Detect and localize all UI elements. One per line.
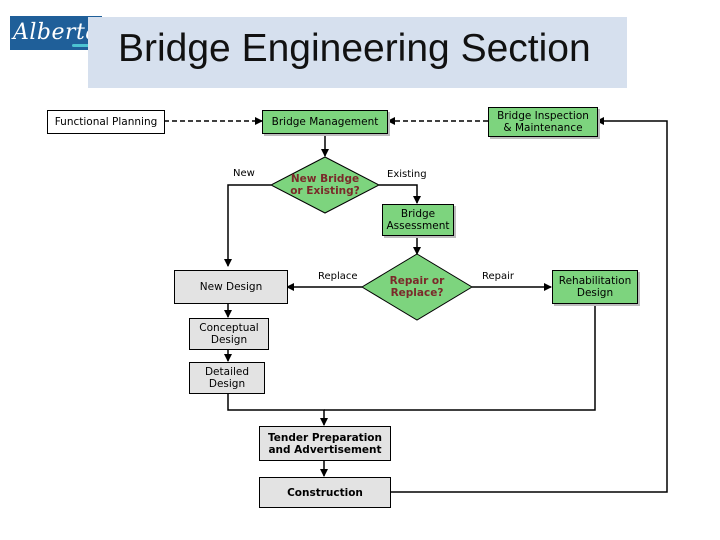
- node-construction-label: Construction: [287, 486, 363, 499]
- node-functional-planning: Functional Planning: [47, 110, 165, 134]
- node-rehabilitation-design-label: Rehabilitation Design: [558, 275, 632, 299]
- edge-label-existing: Existing: [387, 169, 427, 180]
- node-conceptual-design-label: Conceptual Design: [199, 322, 259, 346]
- edge-label-replace: Replace: [318, 271, 358, 282]
- arrow-new-to-new-design: [224, 184, 271, 267]
- decision-diamond-new-or-existing: [269, 156, 381, 214]
- node-construction: Construction: [259, 477, 391, 508]
- arrow-rehabilitation-to-tender: [324, 302, 596, 411]
- node-conceptual-design: Conceptual Design: [189, 318, 269, 350]
- decision-repair-or-replace-label: Repair or Replace?: [389, 275, 445, 299]
- alberta-logo: Alberta: [10, 16, 102, 50]
- edge-label-repair: Repair: [482, 271, 515, 282]
- edge-label-new: New: [233, 168, 255, 179]
- arrow-construction-to-inspection: [389, 117, 668, 493]
- node-bridge-inspection-label: Bridge Inspection & Maintenance: [497, 110, 589, 134]
- logo-swoosh-icon: [72, 44, 98, 47]
- node-detailed-design: Detailed Design: [189, 362, 265, 394]
- node-bridge-inspection: Bridge Inspection & Maintenance: [488, 107, 598, 137]
- node-detailed-design-label: Detailed Design: [204, 366, 250, 390]
- arrow-detailed-to-tender: [227, 393, 328, 426]
- node-tender-preparation: Tender Preparation and Advertisement: [259, 426, 391, 461]
- node-new-design-label: New Design: [199, 281, 263, 293]
- node-new-design: New Design: [174, 270, 288, 304]
- node-functional-planning-label: Functional Planning: [54, 116, 158, 128]
- decision-new-or-existing-label: New Bridge or Existing?: [290, 173, 360, 197]
- arrow-existing-to-assessment: [379, 184, 421, 204]
- node-bridge-management: Bridge Management: [262, 110, 388, 134]
- node-bridge-assessment: Bridge Assessment: [382, 204, 454, 236]
- node-tender-preparation-label: Tender Preparation and Advertisement: [267, 431, 382, 456]
- node-rehabilitation-design: Rehabilitation Design: [552, 270, 638, 304]
- node-bridge-assessment-label: Bridge Assessment: [386, 208, 450, 232]
- decision-diamond-repair-or-replace: [361, 253, 473, 321]
- logo-text: Alberta: [13, 20, 99, 45]
- node-bridge-management-label: Bridge Management: [271, 116, 379, 128]
- page-title: Bridge Engineering Section: [118, 27, 591, 70]
- title-banner: [88, 17, 627, 88]
